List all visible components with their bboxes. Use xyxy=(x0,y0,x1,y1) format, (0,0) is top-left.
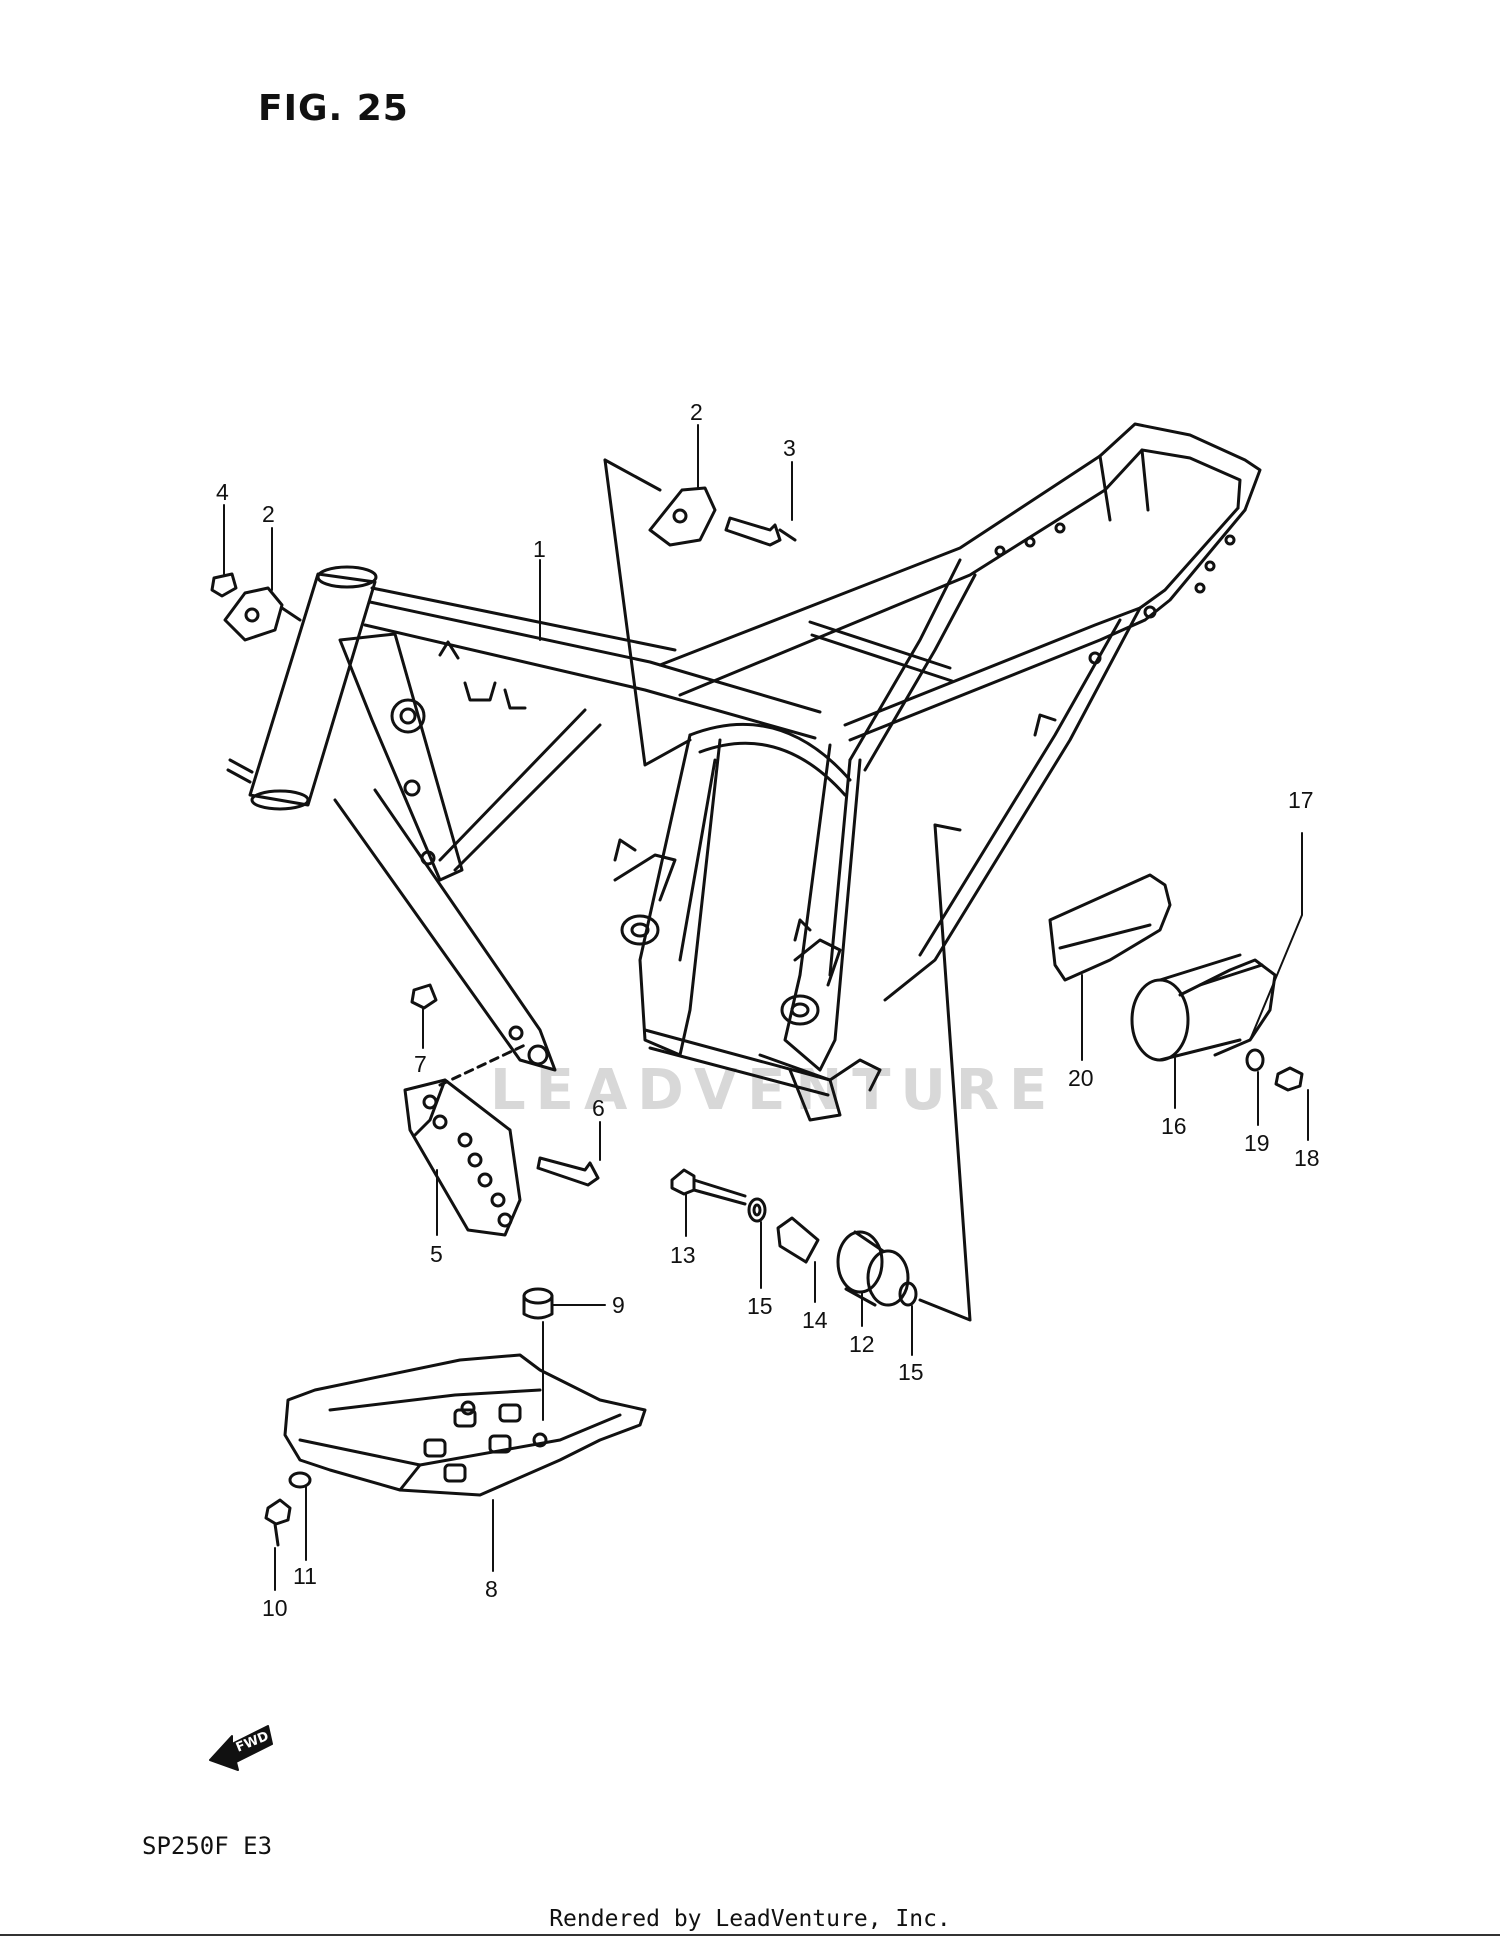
callout-11: 11 xyxy=(293,1563,317,1589)
frame-drawing xyxy=(226,422,1262,1122)
fwd-arrow-icon: FWD xyxy=(209,1725,273,1771)
callout-labels: 1 2 2 3 4 5 6 7 8 9 10 11 12 13 14 15 15… xyxy=(216,399,1320,1621)
callout-4: 4 xyxy=(216,479,229,505)
callout-8: 8 xyxy=(485,1576,498,1602)
callout-12: 12 xyxy=(849,1331,875,1357)
callout-3: 3 xyxy=(783,435,796,461)
callout-9: 9 xyxy=(612,1292,625,1318)
callout-1: 1 xyxy=(533,536,546,562)
callout-15-a: 15 xyxy=(747,1293,773,1319)
leader-lines xyxy=(223,424,1309,1591)
pivot-parts-drawing xyxy=(670,823,972,1322)
callout-5: 5 xyxy=(430,1241,443,1267)
figure-title: FIG. 25 xyxy=(258,88,409,129)
callout-6: 6 xyxy=(592,1095,605,1121)
callout-2-head: 2 xyxy=(262,501,275,527)
model-code: SP250F E3 xyxy=(142,1832,273,1860)
skid-plate-drawing xyxy=(264,1287,647,1547)
callout-13: 13 xyxy=(670,1242,696,1268)
callout-16: 16 xyxy=(1161,1113,1187,1139)
callout-19: 19 xyxy=(1244,1130,1270,1156)
callout-15-b: 15 xyxy=(898,1359,924,1385)
cover-drawing xyxy=(1048,873,1304,1092)
callout-10: 10 xyxy=(262,1595,288,1621)
callout-7: 7 xyxy=(414,1051,427,1077)
callout-18: 18 xyxy=(1294,1145,1320,1171)
callout-20: 20 xyxy=(1068,1065,1094,1091)
footer-rule xyxy=(0,1934,1500,1936)
engine-mount-plates xyxy=(210,458,797,767)
callout-17: 17 xyxy=(1288,787,1314,813)
footer-credit: Rendered by LeadVenture, Inc. xyxy=(549,1906,951,1932)
callout-14: 14 xyxy=(802,1307,828,1333)
callout-2-upper: 2 xyxy=(690,399,703,425)
engine-bracket-drawing xyxy=(403,983,600,1237)
